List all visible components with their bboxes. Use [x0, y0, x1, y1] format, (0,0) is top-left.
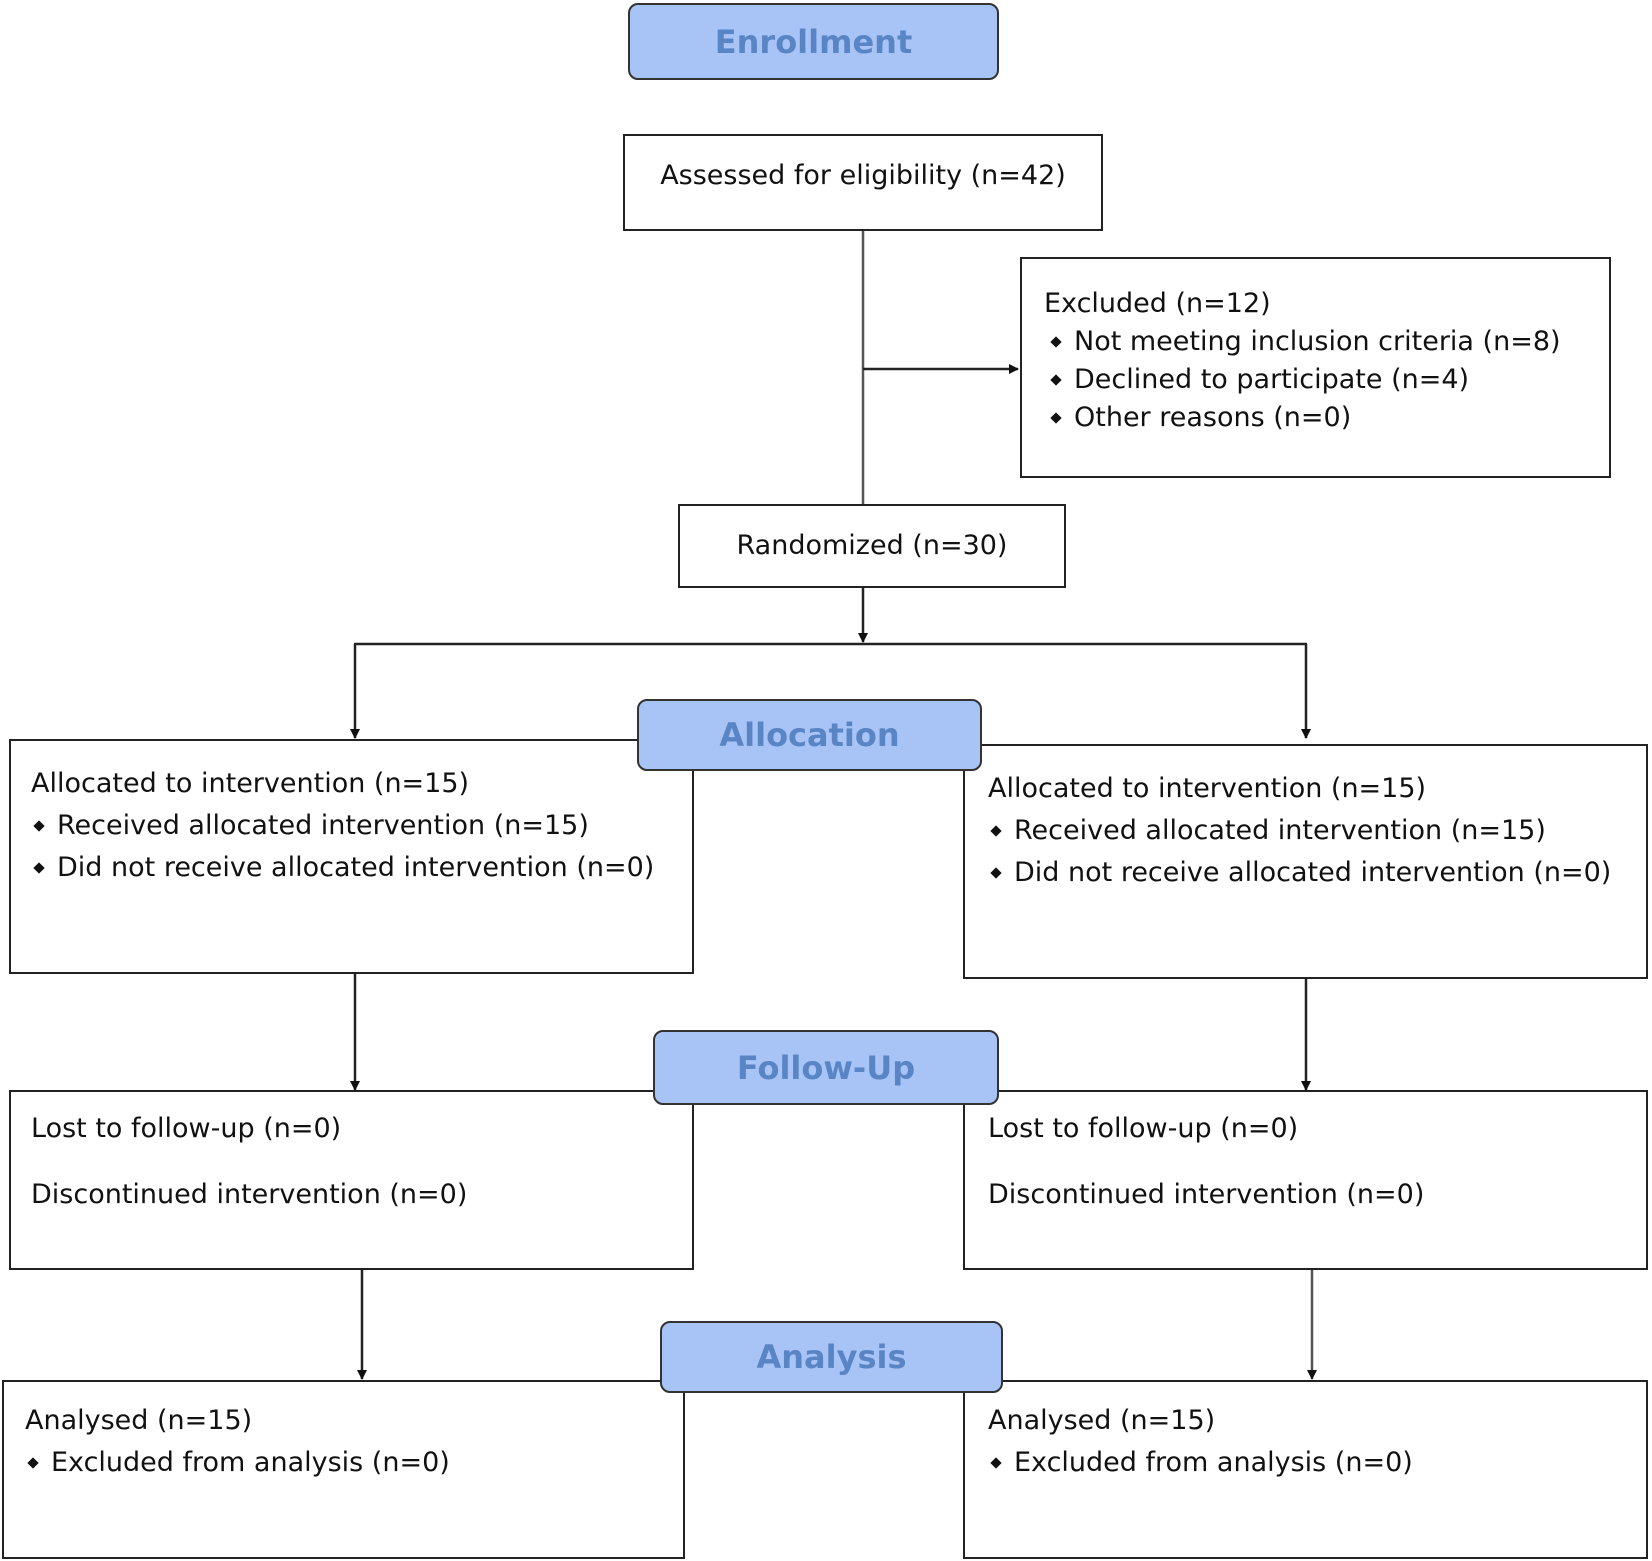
allocation-item: Received allocated intervention (n=15) [31, 805, 692, 847]
left-followup-box: Lost to follow-up (n=0) Discontinued int… [9, 1090, 694, 1270]
excluded-item: Declined to participate (n=4) [1044, 361, 1609, 399]
randomized-label: Randomized (n=30) [736, 530, 1008, 561]
bullet-icon [1050, 336, 1062, 348]
excluded-item-label: Declined to participate (n=4) [1074, 364, 1470, 395]
phase-analysis: Analysis [660, 1321, 1003, 1393]
allocation-item-label: Received allocated intervention (n=15) [57, 810, 589, 841]
analysis-item-label: Excluded from analysis (n=0) [51, 1447, 450, 1478]
randomized-box: Randomized (n=30) [678, 504, 1066, 588]
phase-enrollment-label: Enrollment [714, 22, 913, 61]
bullet-icon [33, 862, 45, 874]
analysed-title: Analysed (n=15) [988, 1405, 1216, 1436]
bullet-icon [1050, 412, 1062, 424]
assessed-label: Assessed for eligibility (n=42) [660, 159, 1066, 191]
phase-allocation-label: Allocation [719, 716, 900, 754]
bullet-icon [1050, 374, 1062, 386]
excluded-item: Other reasons (n=0) [1044, 399, 1609, 437]
phase-follow-up-label: Follow-Up [736, 1048, 916, 1087]
phase-follow-up: Follow-Up [653, 1030, 999, 1105]
allocation-item: Did not receive allocated intervention (… [31, 847, 692, 889]
discontinued-intervention: Discontinued intervention (n=0) [31, 1179, 468, 1210]
right-allocation-box: Allocated to intervention (n=15) Receive… [963, 744, 1648, 979]
assessed-box: Assessed for eligibility (n=42) [623, 134, 1103, 231]
allocation-title: Allocated to intervention (n=15) [31, 768, 470, 799]
phase-analysis-label: Analysis [756, 1338, 907, 1376]
analysis-item: Excluded from analysis (n=0) [988, 1442, 1646, 1484]
bullet-icon [990, 1457, 1002, 1469]
allocation-item: Received allocated intervention (n=15) [988, 810, 1646, 852]
discontinued-intervention: Discontinued intervention (n=0) [988, 1179, 1425, 1210]
left-analysis-box: Analysed (n=15) Excluded from analysis (… [2, 1380, 685, 1559]
analysed-title: Analysed (n=15) [25, 1405, 253, 1436]
allocation-item: Did not receive allocated intervention (… [988, 852, 1646, 894]
excluded-item-label: Not meeting inclusion criteria (n=8) [1074, 326, 1561, 357]
allocation-item-label: Received allocated intervention (n=15) [1014, 815, 1546, 846]
bullet-icon [990, 825, 1002, 837]
excluded-item-label: Other reasons (n=0) [1074, 402, 1352, 433]
bullet-icon [27, 1457, 39, 1469]
excluded-title: Excluded (n=12) [1044, 288, 1271, 319]
allocation-title: Allocated to intervention (n=15) [988, 773, 1427, 804]
right-followup-box: Lost to follow-up (n=0) Discontinued int… [963, 1090, 1648, 1270]
phase-allocation: Allocation [637, 699, 982, 771]
left-allocation-box: Allocated to intervention (n=15) Receive… [9, 739, 694, 974]
bullet-icon [33, 820, 45, 832]
allocation-item-label: Did not receive allocated intervention (… [57, 852, 655, 883]
excluded-item: Not meeting inclusion criteria (n=8) [1044, 323, 1609, 361]
phase-enrollment: Enrollment [628, 3, 999, 80]
analysis-item-label: Excluded from analysis (n=0) [1014, 1447, 1413, 1478]
lost-to-follow-up: Lost to follow-up (n=0) [31, 1113, 342, 1144]
bullet-icon [990, 867, 1002, 879]
lost-to-follow-up: Lost to follow-up (n=0) [988, 1113, 1299, 1144]
analysis-item: Excluded from analysis (n=0) [25, 1442, 683, 1484]
excluded-box: Excluded (n=12) Not meeting inclusion cr… [1020, 257, 1611, 478]
allocation-item-label: Did not receive allocated intervention (… [1014, 857, 1612, 888]
right-analysis-box: Analysed (n=15) Excluded from analysis (… [963, 1380, 1648, 1559]
